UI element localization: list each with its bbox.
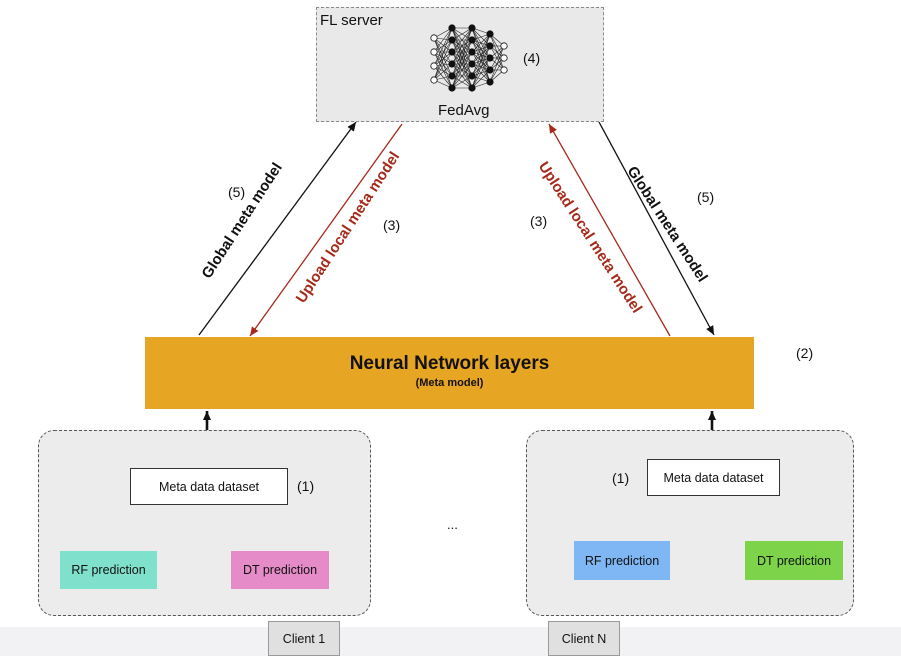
nn-icon-edge: [433, 27, 453, 81]
nn-icon-edge: [451, 63, 473, 89]
global-meta-model-right-arrow: [598, 121, 715, 336]
clients-ellipsis: ...: [447, 517, 458, 532]
upload-left-arrow: [249, 123, 403, 337]
nn-icon-node: [448, 60, 456, 68]
nn-icon-edge: [433, 37, 453, 65]
nn-icon-edge: [471, 33, 491, 53]
nn-icon-node: [468, 48, 476, 56]
nn-icon-node: [486, 42, 494, 50]
client-n-dt-prediction: DT prediction: [745, 541, 843, 580]
nn-icon-edge: [451, 27, 473, 77]
nn-icon-edge: [489, 45, 505, 71]
client-1-step-1-label: (1): [297, 478, 315, 494]
nn-icon-node: [500, 54, 508, 62]
nn-icon-edge: [433, 27, 453, 67]
nn-icon-edge: [433, 51, 453, 81]
nn-icon-edge: [451, 75, 473, 89]
nn-icon-node: [468, 84, 476, 92]
nn-icon-edge: [433, 37, 453, 77]
upload-right-arrow: [548, 123, 671, 337]
nn-icon-edge: [433, 51, 453, 65]
step-5-left-label: (5): [228, 184, 246, 200]
neural-network-icon: [426, 18, 511, 96]
neural-network-layers-title: Neural Network layers: [349, 353, 550, 374]
nn-icon-edge: [451, 27, 473, 89]
nn-icon-node: [448, 84, 456, 92]
nn-icon-node: [448, 36, 456, 44]
nn-icon-node: [500, 66, 508, 74]
step-3-right-label: (3): [530, 213, 548, 229]
neural-network-layers-box: [145, 337, 754, 409]
nn-icon-node: [468, 72, 476, 80]
client-n-tab: Client N: [548, 621, 620, 656]
nn-icon-node: [500, 42, 508, 50]
nn-icon-edge: [451, 51, 473, 89]
nn-icon-edge: [471, 45, 491, 89]
step-2-label: (2): [796, 345, 814, 361]
nn-icon-node: [468, 36, 476, 44]
bottom-band: [0, 627, 901, 656]
nn-icon-edge: [433, 65, 453, 89]
nn-icon-node: [430, 34, 438, 42]
nn-icon-node: [448, 24, 456, 32]
client-1-dt-prediction: DT prediction: [231, 551, 329, 589]
step-3-left-label: (3): [383, 217, 401, 233]
nn-icon-edge: [471, 69, 491, 89]
nn-icon-node: [430, 48, 438, 56]
nn-icon-edge: [433, 27, 453, 53]
nn-icon-edge: [451, 27, 473, 53]
client-n-rf-prediction: RF prediction: [574, 541, 670, 580]
nn-icon-edge: [451, 27, 473, 65]
nn-icon-edge: [451, 39, 473, 89]
client-n-meta-data-dataset: Meta data dataset: [647, 459, 780, 496]
fl-server-title: FL server: [320, 12, 383, 29]
nn-icon-edge: [489, 57, 505, 83]
nn-icon-edge: [433, 37, 453, 89]
step-5-right-label: (5): [697, 189, 715, 205]
nn-icon-edge: [433, 63, 453, 81]
fedavg-label: FedAvg: [438, 102, 490, 119]
nn-icon-node: [430, 62, 438, 70]
nn-icon-node: [468, 60, 476, 68]
nn-icon-node: [486, 66, 494, 74]
client-n-container: [526, 430, 854, 616]
nn-icon-edge: [471, 33, 491, 89]
nn-icon-edge: [433, 39, 453, 67]
nn-icon-edge: [471, 33, 491, 65]
client-n-step-1-label: (1): [612, 470, 630, 486]
meta-model-subtitle: (Meta model): [415, 377, 484, 389]
nn-icon-edge: [471, 33, 491, 77]
client-1-tab: Client 1: [268, 621, 340, 656]
nn-icon-node: [468, 24, 476, 32]
nn-icon-node: [430, 76, 438, 84]
nn-icon-edge: [471, 57, 491, 89]
nn-icon-node: [448, 72, 456, 80]
nn-icon-node: [486, 54, 494, 62]
nn-icon-edge: [451, 27, 473, 41]
nn-icon-edge: [433, 51, 453, 89]
nn-icon-edge: [433, 39, 453, 53]
nn-icon-edge: [433, 51, 453, 67]
client-1-meta-data-dataset: Meta data dataset: [130, 468, 288, 505]
global-meta-model-left-arrow: [198, 121, 357, 336]
nn-icon-edge: [433, 51, 453, 77]
step-4-label: (4): [523, 50, 541, 66]
nn-icon-edge: [433, 39, 453, 81]
nn-icon-edge: [489, 45, 505, 83]
nn-icon-node: [448, 48, 456, 56]
nn-icon-edge: [433, 37, 453, 53]
nn-icon-node: [486, 78, 494, 86]
client-1-rf-prediction: RF prediction: [60, 551, 157, 589]
nn-icon-node: [486, 30, 494, 38]
